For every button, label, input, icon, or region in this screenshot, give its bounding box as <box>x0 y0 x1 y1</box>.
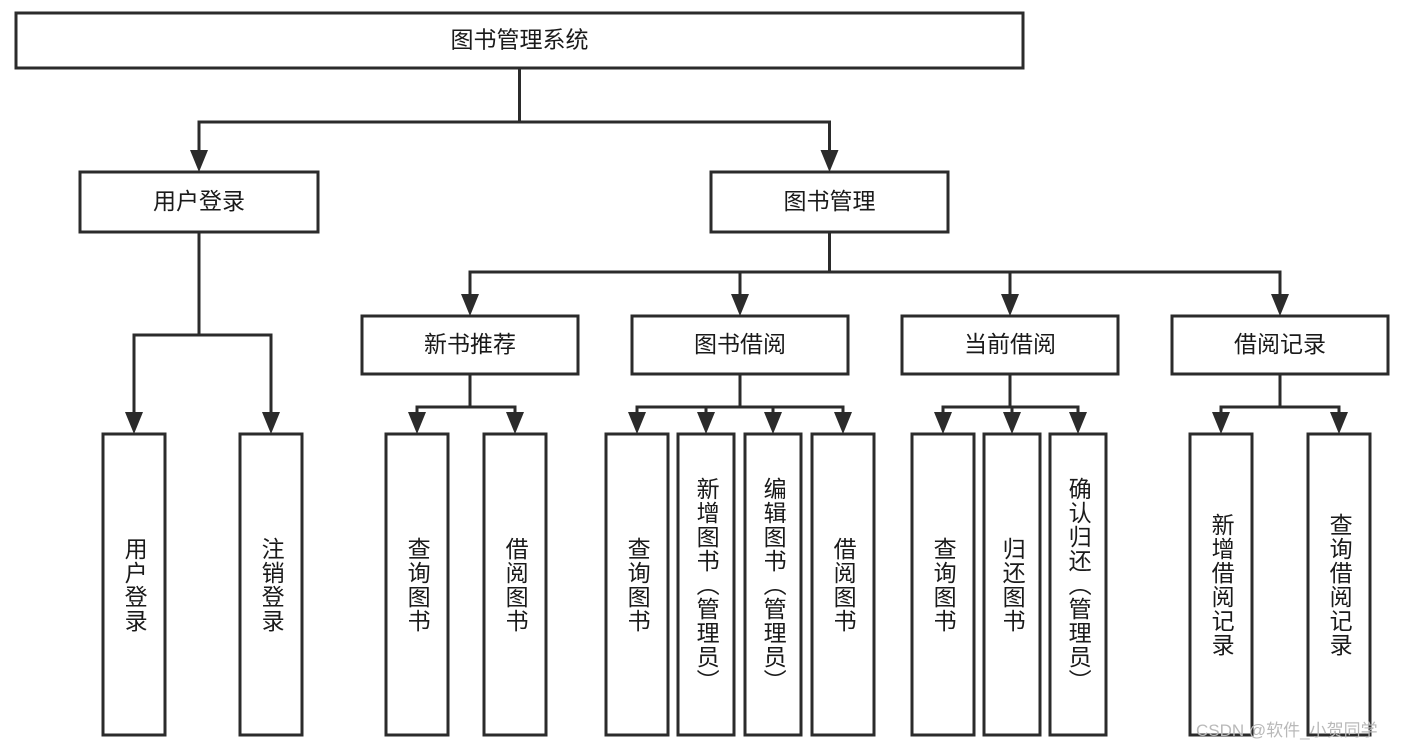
arrow-head-icon <box>461 294 479 316</box>
node-label-user-login: 用户登录 <box>153 188 245 214</box>
arrow-head-icon <box>506 412 524 434</box>
node-leaf-user-login[interactable] <box>101 432 167 737</box>
node-book-borrow[interactable]: 图书借阅 <box>630 314 850 376</box>
node-box-leaf-query-book-3[interactable] <box>910 432 976 737</box>
node-label-new-book-recommend: 新书推荐 <box>424 331 516 357</box>
arrow-head-icon <box>1001 294 1019 316</box>
node-book-manage[interactable]: 图书管理 <box>709 170 950 234</box>
arrow-head-icon <box>628 412 646 434</box>
node-leaf-add-record[interactable] <box>1188 432 1254 737</box>
arrow-head-icon <box>764 412 782 434</box>
arrow-head-icon <box>1330 412 1348 434</box>
node-box-borrow-record[interactable] <box>1170 314 1390 376</box>
arrow-head-icon <box>820 150 839 172</box>
node-leaf-add-book[interactable] <box>676 432 736 737</box>
node-box-book-manage[interactable] <box>709 170 950 234</box>
connector-group <box>408 372 524 434</box>
node-leaf-edit-book[interactable] <box>743 432 803 737</box>
node-box-leaf-return-book[interactable] <box>982 432 1042 737</box>
arrow-head-icon <box>125 412 143 434</box>
node-leaf-query-record[interactable] <box>1306 432 1372 737</box>
node-box-leaf-query-book-2[interactable] <box>604 432 670 737</box>
node-box-leaf-query-record[interactable] <box>1306 432 1372 737</box>
node-leaf-query-book-3[interactable] <box>910 432 976 737</box>
node-box-leaf-user-login[interactable] <box>101 432 167 737</box>
arrow-head-icon <box>1069 412 1087 434</box>
node-leaf-logout[interactable] <box>238 432 304 737</box>
connector-group <box>1212 372 1348 434</box>
node-box-leaf-add-record[interactable] <box>1188 432 1254 737</box>
arrow-head-icon <box>1212 412 1230 434</box>
arrow-head-icon <box>1271 294 1289 316</box>
node-borrow-record[interactable]: 借阅记录 <box>1170 314 1390 376</box>
node-leaf-query-book-1[interactable] <box>384 432 450 737</box>
node-leaf-borrow-book-1[interactable] <box>482 432 548 737</box>
arrow-head-icon <box>190 150 208 172</box>
node-label-book-manage: 图书管理 <box>784 188 876 214</box>
node-new-book-recommend[interactable]: 新书推荐 <box>360 314 580 376</box>
node-label-root: 图书管理系统 <box>451 27 589 53</box>
arrow-head-icon <box>697 412 715 434</box>
arrow-head-icon <box>262 412 280 434</box>
node-box-leaf-logout[interactable] <box>238 432 304 737</box>
connector-group <box>125 230 280 434</box>
connector-group <box>628 372 852 434</box>
arrow-head-icon <box>731 294 749 316</box>
node-box-root[interactable] <box>14 11 1025 70</box>
arrow-head-icon <box>834 412 852 434</box>
arrow-head-icon <box>1003 412 1021 434</box>
node-label-borrow-record: 借阅记录 <box>1234 331 1326 357</box>
node-leaf-confirm-return[interactable] <box>1048 432 1108 737</box>
node-box-current-borrow[interactable] <box>900 314 1120 376</box>
arrow-head-icon <box>934 412 952 434</box>
node-box-leaf-add-book[interactable] <box>676 432 736 737</box>
node-root[interactable]: 图书管理系统 <box>14 11 1025 70</box>
node-leaf-borrow-book-2[interactable] <box>810 432 876 737</box>
connector-group <box>461 230 1289 316</box>
connector-group <box>190 66 839 172</box>
node-leaf-query-book-2[interactable] <box>604 432 670 737</box>
node-box-leaf-edit-book[interactable] <box>743 432 803 737</box>
arrow-head-icon <box>408 412 426 434</box>
node-box-leaf-query-book-1[interactable] <box>384 432 450 737</box>
node-box-leaf-borrow-book-2[interactable] <box>810 432 876 737</box>
node-leaf-return-book[interactable] <box>982 432 1042 737</box>
node-label-current-borrow: 当前借阅 <box>964 331 1056 357</box>
watermark-text: CSDN @软件_小贺同学 <box>1196 721 1378 740</box>
connector-layer <box>125 66 1348 434</box>
node-box-leaf-borrow-book-1[interactable] <box>482 432 548 737</box>
node-label-book-borrow: 图书借阅 <box>694 331 786 357</box>
node-user-login[interactable]: 用户登录 <box>78 170 320 234</box>
connector-group <box>934 372 1087 434</box>
node-box-user-login[interactable] <box>78 170 320 234</box>
node-box-leaf-confirm-return[interactable] <box>1048 432 1108 737</box>
node-box-new-book-recommend[interactable] <box>360 314 580 376</box>
node-current-borrow[interactable]: 当前借阅 <box>900 314 1120 376</box>
node-box-book-borrow[interactable] <box>630 314 850 376</box>
